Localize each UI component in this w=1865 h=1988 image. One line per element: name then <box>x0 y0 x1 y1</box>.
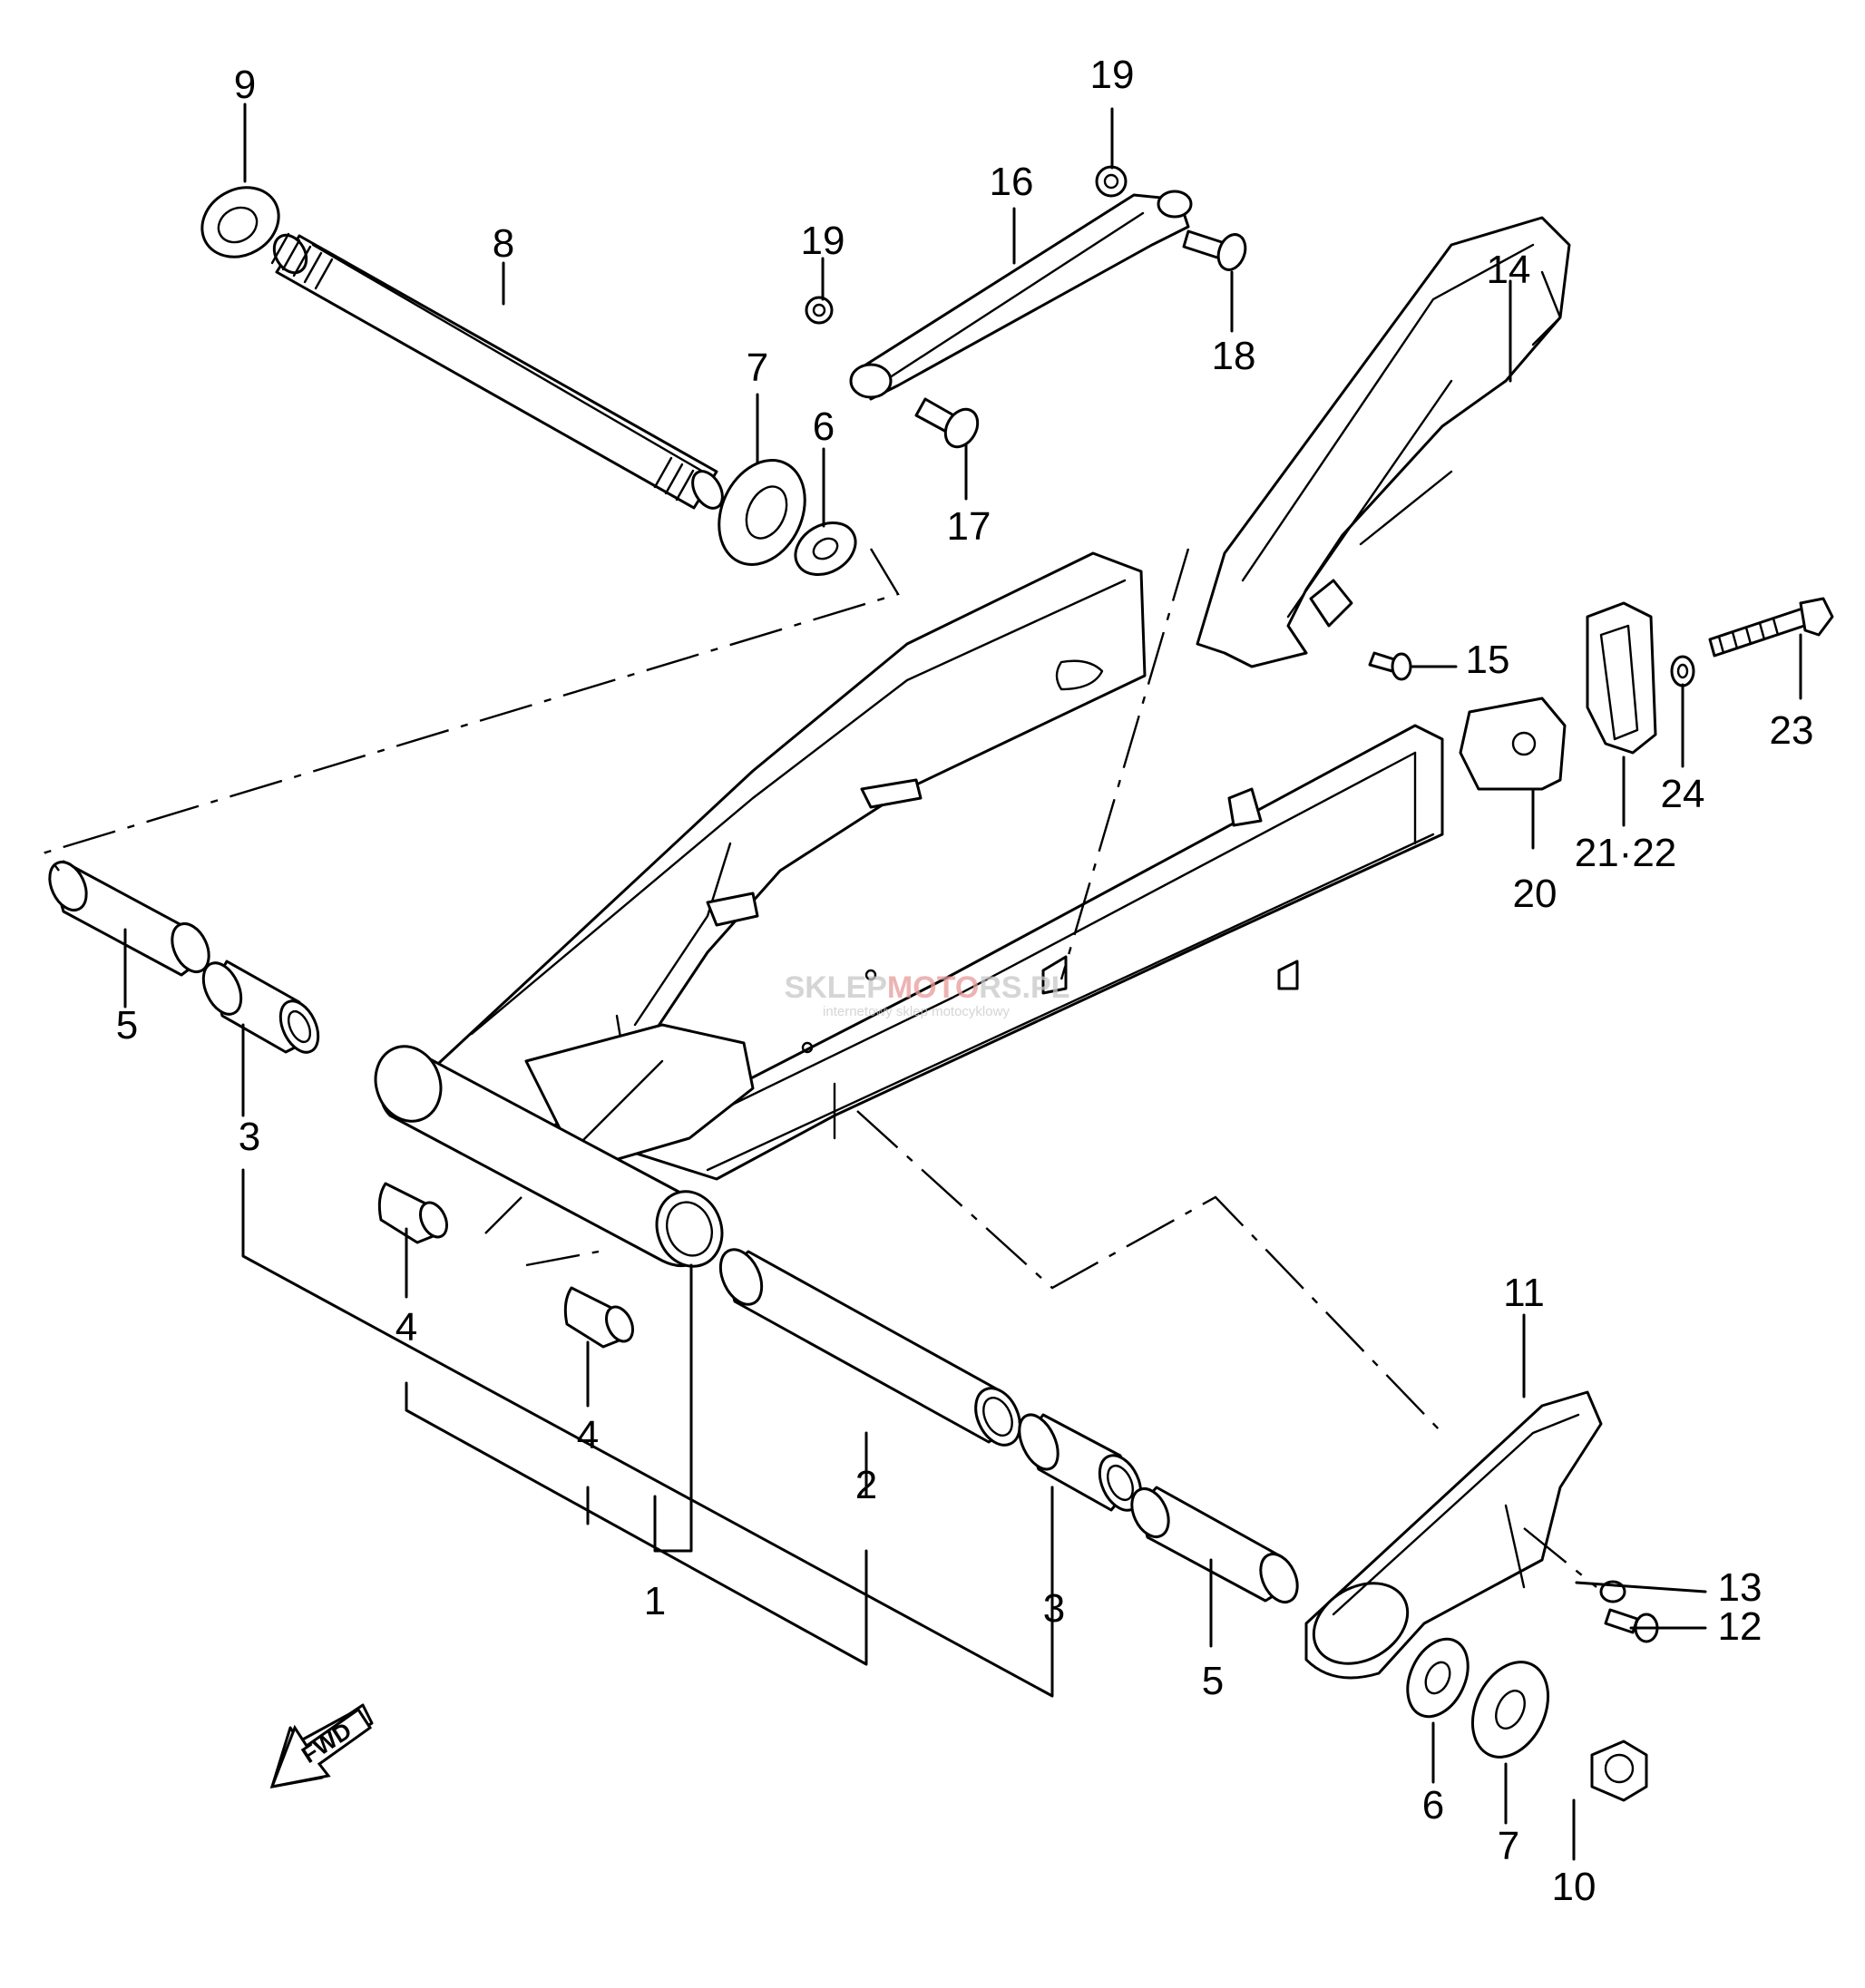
collar-5-right <box>1130 1486 1299 1603</box>
callout-3-left: 3 <box>239 1115 260 1159</box>
bolt-12 <box>1604 1608 1659 1643</box>
torque-link <box>849 190 1193 401</box>
svg-text:SKLEPMOTORS.PL: SKLEPMOTORS.PL <box>785 970 1070 1005</box>
bearing-3-right <box>1018 1413 1143 1512</box>
chain-guide <box>1304 1390 1603 1680</box>
callout-18: 18 <box>1212 334 1256 378</box>
callout-20: 20 <box>1513 872 1557 916</box>
callout-7-upper: 7 <box>747 346 768 390</box>
callout-6-upper: 6 <box>813 404 835 449</box>
bearing-3-left <box>201 960 320 1054</box>
collar-7-upper <box>718 459 806 566</box>
fwd-arrow: FWD <box>269 1703 374 1788</box>
callout-8: 8 <box>493 221 514 266</box>
watermark-brand-a: SKLEP <box>785 970 887 1005</box>
callout-13: 13 <box>1718 1565 1762 1610</box>
callout-24: 24 <box>1661 772 1705 816</box>
watermark-suffix: .PL <box>1022 970 1070 1005</box>
callout-5-right: 5 <box>1202 1659 1224 1703</box>
callout-19-a: 19 <box>1090 53 1135 97</box>
washer-6-lower <box>1406 1637 1470 1719</box>
watermark: SKLEPMOTORS.PL internetowy sklep motocyk… <box>785 970 1070 1019</box>
callout-9: 9 <box>234 63 256 107</box>
callout-6-lower: 6 <box>1422 1783 1444 1827</box>
callout-4-b: 4 <box>577 1413 599 1457</box>
needle-bearing-4-b <box>563 1286 635 1349</box>
callout-3-right: 3 <box>1043 1586 1065 1631</box>
washer-9 <box>200 186 280 258</box>
nut-10 <box>1590 1740 1648 1802</box>
callout-4-a: 4 <box>395 1305 417 1350</box>
collar-7-lower <box>1470 1661 1550 1759</box>
spacer-2 <box>718 1248 1021 1447</box>
pivot-shaft <box>270 232 724 510</box>
washer-6-upper <box>794 521 857 577</box>
callout-14: 14 <box>1487 248 1531 292</box>
bolt-23 <box>1708 597 1834 658</box>
swingarm-body <box>374 551 1444 1268</box>
callout-labels: 9 8 7 6 16 19 19 18 17 14 15 20 21·22 24… <box>116 53 1814 1909</box>
callout-5-left: 5 <box>116 1003 138 1048</box>
leader-lines <box>123 102 1802 1861</box>
callout-11: 11 <box>1503 1271 1545 1315</box>
chain-case <box>1196 216 1571 668</box>
callout-2: 2 <box>855 1463 877 1507</box>
screw-15 <box>1368 651 1412 681</box>
callout-7-lower: 7 <box>1498 1824 1519 1868</box>
callout-1: 1 <box>644 1579 666 1623</box>
callout-16: 16 <box>990 160 1034 204</box>
washer-24 <box>1670 655 1695 687</box>
callout-17: 17 <box>947 504 991 549</box>
callout-21-22: 21·22 <box>1575 831 1677 875</box>
assembly-lines <box>44 548 1597 1588</box>
collar-5-left <box>48 860 210 977</box>
bolt-18 <box>1182 229 1247 271</box>
watermark-brand-c: RS <box>979 970 1021 1005</box>
callout-10: 10 <box>1552 1865 1596 1909</box>
nut-19-a <box>1095 165 1128 198</box>
callout-19-b: 19 <box>801 219 845 263</box>
watermark-tagline: internetowy sklep motocyklowy <box>823 1004 1010 1019</box>
plate-20 <box>1459 697 1567 791</box>
callout-12: 12 <box>1718 1604 1762 1649</box>
bolt-17 <box>914 397 980 449</box>
callout-23: 23 <box>1770 708 1814 753</box>
needle-bearing-4-a <box>377 1182 449 1244</box>
callout-15: 15 <box>1466 638 1510 682</box>
adjuster-21-22 <box>1586 601 1657 755</box>
nut-19-b <box>805 296 834 325</box>
watermark-brand-b: MOTO <box>887 970 979 1005</box>
